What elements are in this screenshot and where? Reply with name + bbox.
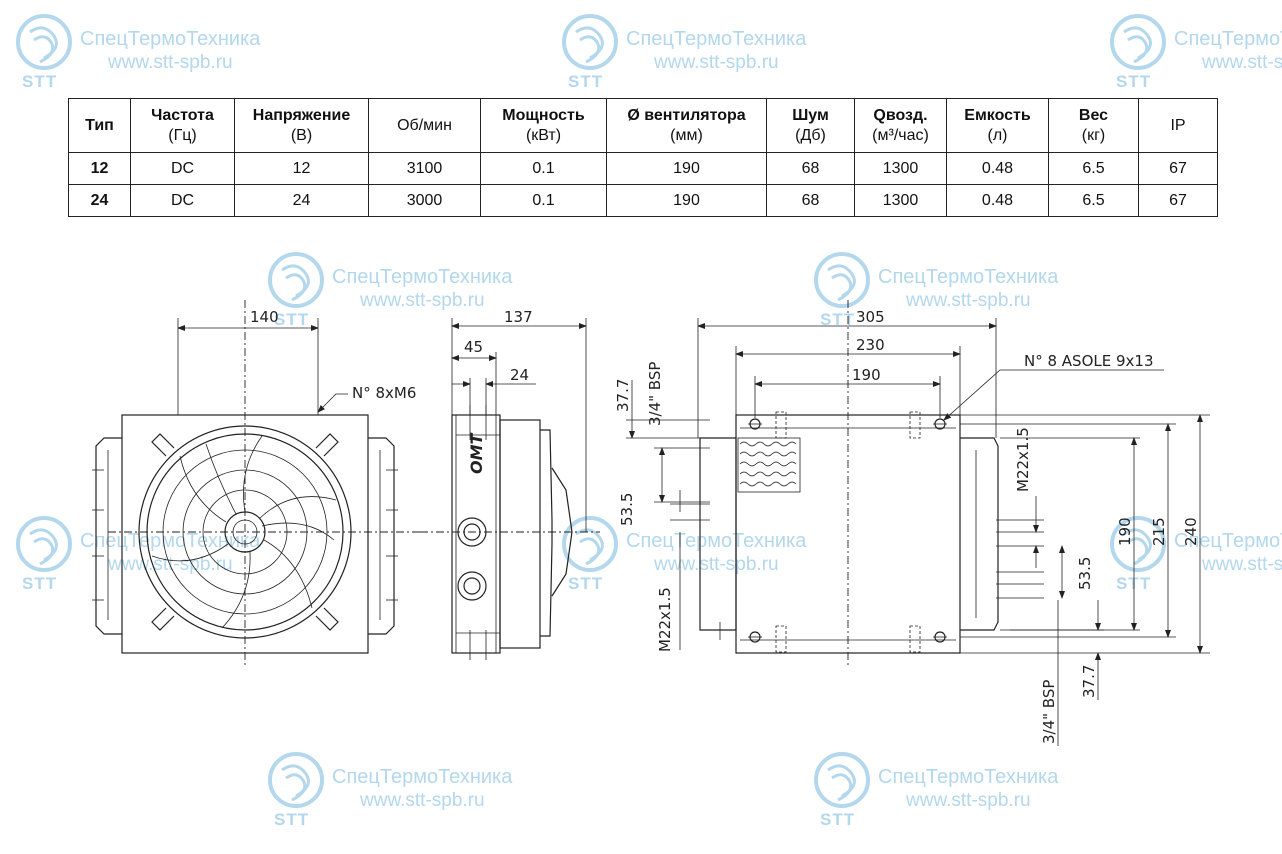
table-cell: 190 xyxy=(606,152,767,185)
table-header-cell: Qвозд.(м³/час) xyxy=(854,98,947,153)
table-header-cell: Напряжение(В) xyxy=(234,98,369,153)
table-cell: 3000 xyxy=(368,184,481,217)
table-cell: 6.5 xyxy=(1048,152,1139,185)
top-fan-dimension: 190 xyxy=(852,366,881,384)
top-mount-dimension: 230 xyxy=(856,336,885,354)
side-dim-24: 24 xyxy=(510,366,529,384)
table-cell: 24 xyxy=(68,184,131,217)
mounting-holes xyxy=(748,411,947,653)
front-width-dimension: 140 xyxy=(250,308,279,326)
table-cell: 24 xyxy=(234,184,369,217)
table-header-cell: Вес(кг) xyxy=(1048,98,1139,153)
side-port-bsp: 3/4" BSP xyxy=(646,362,664,426)
side-fan-ring xyxy=(540,429,553,637)
front-right-tank xyxy=(368,437,395,635)
top-height-240: 240 xyxy=(1182,517,1200,546)
front-view: 140 N° 8xM6 xyxy=(92,300,420,668)
top-port-bsp: 3/4" BSP xyxy=(1040,680,1058,744)
top-port-thread: M22x1.5 xyxy=(1014,427,1032,492)
top-height-215: 215 xyxy=(1150,517,1168,546)
side-depth-dimension: 137 xyxy=(504,308,533,326)
side-port-offset: 53.5 xyxy=(618,493,636,526)
top-view: 305 230 190 N° 8 ASOLE 9x13 xyxy=(697,300,1164,668)
top-edge-offset: 37.7 xyxy=(1080,665,1098,698)
table-cell: 1300 xyxy=(854,184,947,217)
side-edge-offset: 37.7 xyxy=(614,379,632,412)
front-left-tank xyxy=(95,437,122,635)
table-cell: 0.48 xyxy=(946,184,1049,217)
spec-table: Тип Частота(Гц) Напряжение(В) Об/мин Мощ… xyxy=(68,98,1218,217)
table-cell: 6.5 xyxy=(1048,184,1139,217)
table-row: 12 DC 12 3100 0.1 190 68 1300 0.48 6.5 6… xyxy=(68,152,1218,185)
top-holes-note: N° 8 ASOLE 9x13 xyxy=(1024,352,1154,370)
table-cell: 68 xyxy=(766,184,855,217)
table-row: 24 DC 24 3000 0.1 190 68 1300 0.48 6.5 6… xyxy=(68,184,1218,217)
top-fins-icon xyxy=(737,437,801,493)
top-port-offset: 53.5 xyxy=(1076,557,1094,590)
side-view: OMT 137 45 24 xyxy=(420,308,600,660)
table-header-cell: Об/мин xyxy=(368,98,481,153)
table-cell: 67 xyxy=(1138,184,1218,217)
table-cell: 0.48 xyxy=(946,152,1049,185)
side-port-thread: M22x1.5 xyxy=(656,587,674,652)
top-left-tank xyxy=(699,437,737,631)
table-header-cell: Частота(Гц) xyxy=(130,98,235,153)
table-cell: DC xyxy=(130,184,235,217)
top-right-tank xyxy=(960,437,999,631)
side-port-lower xyxy=(457,571,487,601)
front-bolts-note: N° 8xM6 xyxy=(352,384,416,402)
table-cell: 190 xyxy=(606,184,767,217)
top-height-190: 190 xyxy=(1116,517,1134,546)
side-shroud xyxy=(499,419,541,649)
side-logo: OMT xyxy=(467,432,486,474)
top-length-dimension: 305 xyxy=(856,308,885,326)
table-cell: 3100 xyxy=(368,152,481,185)
top-vertical-dimensions: 240 215 190 53.5 M22x1.5 37.7 3/4" BSP xyxy=(960,414,1210,746)
side-dim-45: 45 xyxy=(464,338,483,356)
table-header-cell: IP xyxy=(1138,98,1218,153)
side-port-dimensions: 37.7 3/4" BSP 53.5 M22x1.5 xyxy=(614,362,710,652)
table-header-cell: Шум(Дб) xyxy=(766,98,855,153)
table-header-cell: Мощность(кВт) xyxy=(480,98,607,153)
